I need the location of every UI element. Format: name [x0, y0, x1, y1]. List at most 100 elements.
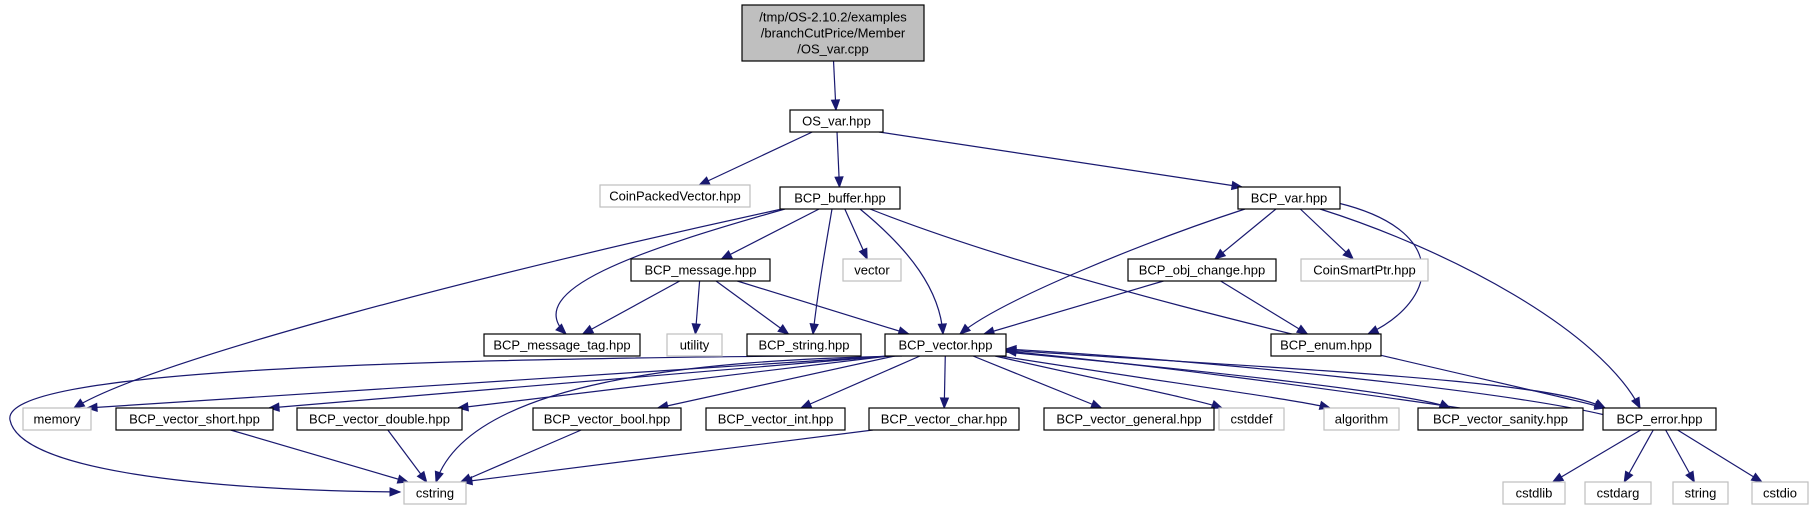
node-box	[1602, 407, 1717, 431]
node-bcp-error[interactable]: BCP_error.hpp	[1602, 407, 1717, 431]
edge-os_var-to-coinpackedvector	[698, 131, 813, 186]
edge-bcp_vector-to-memory	[85, 355, 890, 413]
node-box	[1323, 407, 1400, 431]
node-label: BCP_vector_bool.hpp	[544, 412, 670, 427]
node-box	[599, 184, 751, 208]
node-label: BCP_vector_general.hpp	[1056, 412, 1201, 427]
edge-bcp_vector-to-bcp_vector_short	[267, 355, 890, 412]
node-label: BCP_vector_char.hpp	[881, 412, 1007, 427]
node-label: BCP_buffer.hpp	[794, 191, 886, 206]
node-label: vector	[854, 263, 890, 278]
node-bcp-vector-int[interactable]: BCP_vector_int.hpp	[705, 407, 846, 431]
node-box	[705, 407, 846, 431]
edge-bcp_message-to-bcp_string	[715, 280, 790, 335]
node-bcp-vector-short[interactable]: BCP_vector_short.hpp	[115, 407, 274, 431]
node-utility: utility	[666, 333, 723, 357]
edge-bcp_buffer-to-bcp_error	[869, 208, 1607, 410]
node-bcp-enum[interactable]: BCP_enum.hpp	[1270, 333, 1382, 357]
node-bcp-vector[interactable]: BCP_vector.hpp	[884, 333, 1007, 357]
node-bcp-message-tag[interactable]: BCP_message_tag.hpp	[483, 333, 641, 357]
node-box	[630, 258, 771, 282]
node-bcp-obj-change[interactable]: BCP_obj_change.hpp	[1127, 258, 1277, 282]
node-box	[1043, 407, 1215, 431]
node-bcp-vector-general[interactable]: BCP_vector_general.hpp	[1043, 407, 1215, 431]
node-coinsmartptr: CoinSmartPtr.hpp	[1300, 258, 1429, 282]
node-label: CoinSmartPtr.hpp	[1313, 263, 1416, 278]
edge-bcp_var-to-bcp_error	[1319, 208, 1641, 410]
node-box	[1751, 481, 1809, 505]
edge-bcp_vector_char-to-cstring	[460, 429, 874, 486]
node-string: string	[1672, 481, 1729, 505]
node-bcp-vector-bool[interactable]: BCP_vector_bool.hpp	[532, 407, 682, 431]
edge-bcp_var-to-coinsmartptr	[1299, 208, 1355, 260]
node-label: CoinPackedVector.hpp	[609, 189, 741, 204]
edge-bcp_buffer-to-vector	[844, 208, 868, 261]
node-box	[746, 333, 862, 357]
node-label: utility	[680, 338, 710, 353]
node-box	[868, 407, 1020, 431]
node-box	[1417, 407, 1584, 431]
nodes-layer: /tmp/OS-2.10.2/examples/branchCutPrice/M…	[22, 4, 1809, 505]
node-label: BCP_error.hpp	[1617, 412, 1703, 427]
node-cstdio: cstdio	[1751, 481, 1809, 505]
edge-bcp_error-to-bcp_vector	[1004, 344, 1606, 416]
node-box	[666, 333, 723, 357]
node-cstddef: cstddef	[1218, 407, 1285, 431]
edge-bcp_error-to-cstdlib	[1551, 429, 1641, 483]
node-label: memory	[34, 412, 81, 427]
node-label: /branchCutPrice/Member	[761, 26, 906, 41]
edge-bcp_error-to-string	[1665, 429, 1696, 484]
node-memory: memory	[22, 407, 92, 431]
edge-bcp_message-to-utility	[691, 280, 701, 336]
edge-bcp_obj_change-to-bcp_vector	[982, 280, 1164, 336]
node-label: OS_var.hpp	[802, 114, 871, 129]
node-box	[115, 407, 274, 431]
node-coinpackedvector: CoinPackedVector.hpp	[599, 184, 751, 208]
node-bcp-buffer[interactable]: BCP_buffer.hpp	[779, 186, 901, 210]
edge-bcp_string-to-cstring	[9, 355, 791, 497]
node-bcp-vector-double[interactable]: BCP_vector_double.hpp	[296, 407, 463, 431]
node-label: cstring	[416, 486, 454, 501]
edge-bcp_vector-to-cstddef	[994, 355, 1224, 409]
node-os-var[interactable]: OS_var.hpp	[789, 109, 884, 133]
node-label: /tmp/OS-2.10.2/examples	[759, 10, 907, 25]
edge-root-to-os_var	[830, 60, 841, 112]
node-box	[1218, 407, 1285, 431]
node-bcp-message[interactable]: BCP_message.hpp	[630, 258, 771, 282]
edge-bcp_vector_short-to-cstring	[230, 429, 410, 484]
node-box	[1584, 481, 1652, 505]
node-root[interactable]: /tmp/OS-2.10.2/examples/branchCutPrice/M…	[741, 4, 925, 62]
edge-bcp_buffer-to-bcp_message	[720, 208, 820, 260]
node-bcp-vector-sanity[interactable]: BCP_vector_sanity.hpp	[1417, 407, 1584, 431]
node-box	[884, 333, 1007, 357]
node-label: cstdlib	[1516, 486, 1553, 501]
node-label: BCP_var.hpp	[1251, 191, 1328, 206]
edge-bcp_vector-to-bcp_vector_char	[939, 355, 950, 410]
edge-bcp_vector-to-cstring	[434, 355, 903, 484]
node-label: BCP_message.hpp	[644, 263, 756, 278]
node-label: BCP_vector_int.hpp	[718, 412, 834, 427]
node-box	[789, 109, 884, 133]
node-box	[1300, 258, 1429, 282]
node-bcp-string[interactable]: BCP_string.hpp	[746, 333, 862, 357]
edge-os_var-to-bcp_buffer	[834, 131, 844, 189]
edges-layer	[9, 60, 1764, 497]
node-label: algorithm	[1335, 412, 1388, 427]
node-label: BCP_vector.hpp	[899, 338, 993, 353]
node-bcp-var[interactable]: BCP_var.hpp	[1237, 186, 1341, 210]
node-cstring: cstring	[403, 481, 467, 505]
edge-bcp_vector-to-bcp_vector_int	[799, 355, 921, 409]
edge-bcp_vector-to-bcp_vector_general	[972, 355, 1103, 409]
node-box	[741, 4, 925, 62]
node-bcp-vector-char[interactable]: BCP_vector_char.hpp	[868, 407, 1020, 431]
edge-bcp_vector-to-bcp_error	[1004, 349, 1607, 409]
node-box	[296, 407, 463, 431]
node-box	[1502, 481, 1566, 505]
node-label: BCP_message_tag.hpp	[493, 338, 630, 353]
edge-bcp_error-to-cstdarg	[1623, 429, 1654, 484]
node-box	[779, 186, 901, 210]
edge-bcp_var-to-bcp_obj_change	[1214, 208, 1277, 260]
edge-os_var-to-bcp_var	[878, 131, 1244, 191]
edge-bcp_vector-to-bcp_vector_sanity	[1004, 351, 1452, 409]
